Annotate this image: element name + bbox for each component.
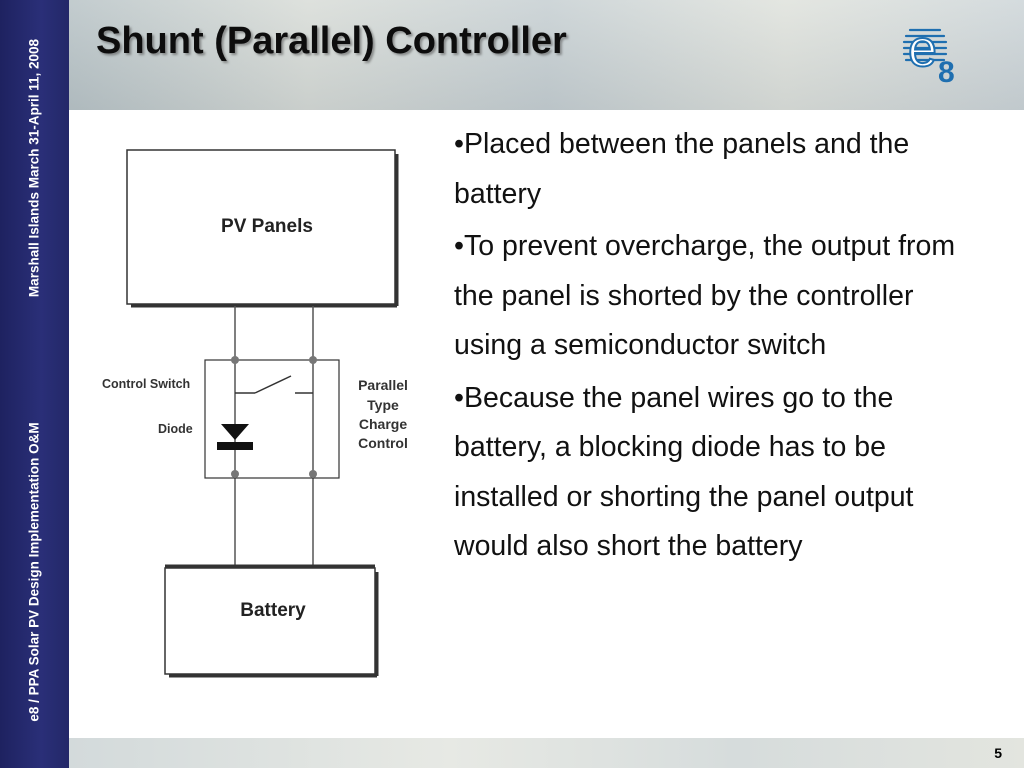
- bullet-item: •Placed between the panels and the batte…: [454, 128, 910, 210]
- bullet-item: •To prevent overcharge, the output from …: [454, 230, 956, 361]
- pv-panels-label: PV Panels: [221, 216, 313, 237]
- sidebar-event-text: Marshall Islands March 31-April 11, 2008: [26, 38, 42, 298]
- pv-panels-box: [126, 149, 396, 305]
- page-number: 5: [994, 745, 1002, 761]
- diode-symbol: [221, 424, 249, 440]
- node: [231, 356, 239, 364]
- node: [309, 470, 317, 478]
- charge-controller-box: [204, 359, 340, 479]
- control-switch-label: Control Switch: [102, 377, 190, 391]
- bullet-item: •Because the panel wires go to the batte…: [454, 381, 914, 563]
- slide-title: Shunt (Parallel) Controller: [96, 20, 567, 62]
- sidebar-course-text: e8 / PPA Solar PV Design Implementation …: [26, 422, 42, 722]
- bullet-list: •Placed between the panels and the batte…: [454, 120, 974, 575]
- type-label: Type: [367, 397, 399, 413]
- footer-banner: [69, 738, 1024, 768]
- battery-label: Battery: [240, 600, 306, 621]
- logo-digit: 8: [938, 56, 955, 88]
- battery-box: [164, 567, 376, 675]
- control-switch-symbol: [254, 375, 292, 394]
- node: [309, 356, 317, 364]
- e8-logo-icon: e 8: [902, 19, 955, 88]
- logo-letter-e: e: [908, 20, 937, 78]
- control-label: Control: [358, 435, 408, 451]
- parallel-label: Parallel: [358, 377, 408, 393]
- charge-label: Charge: [359, 416, 407, 432]
- sidebar: Marshall Islands March 31-April 11, 2008…: [0, 0, 69, 768]
- diode-label: Diode: [158, 422, 193, 436]
- node: [231, 470, 239, 478]
- header-banner: [69, 0, 1024, 110]
- shunt-controller-diagram: PV Panels Battery Control Switch Diode P…: [102, 149, 408, 678]
